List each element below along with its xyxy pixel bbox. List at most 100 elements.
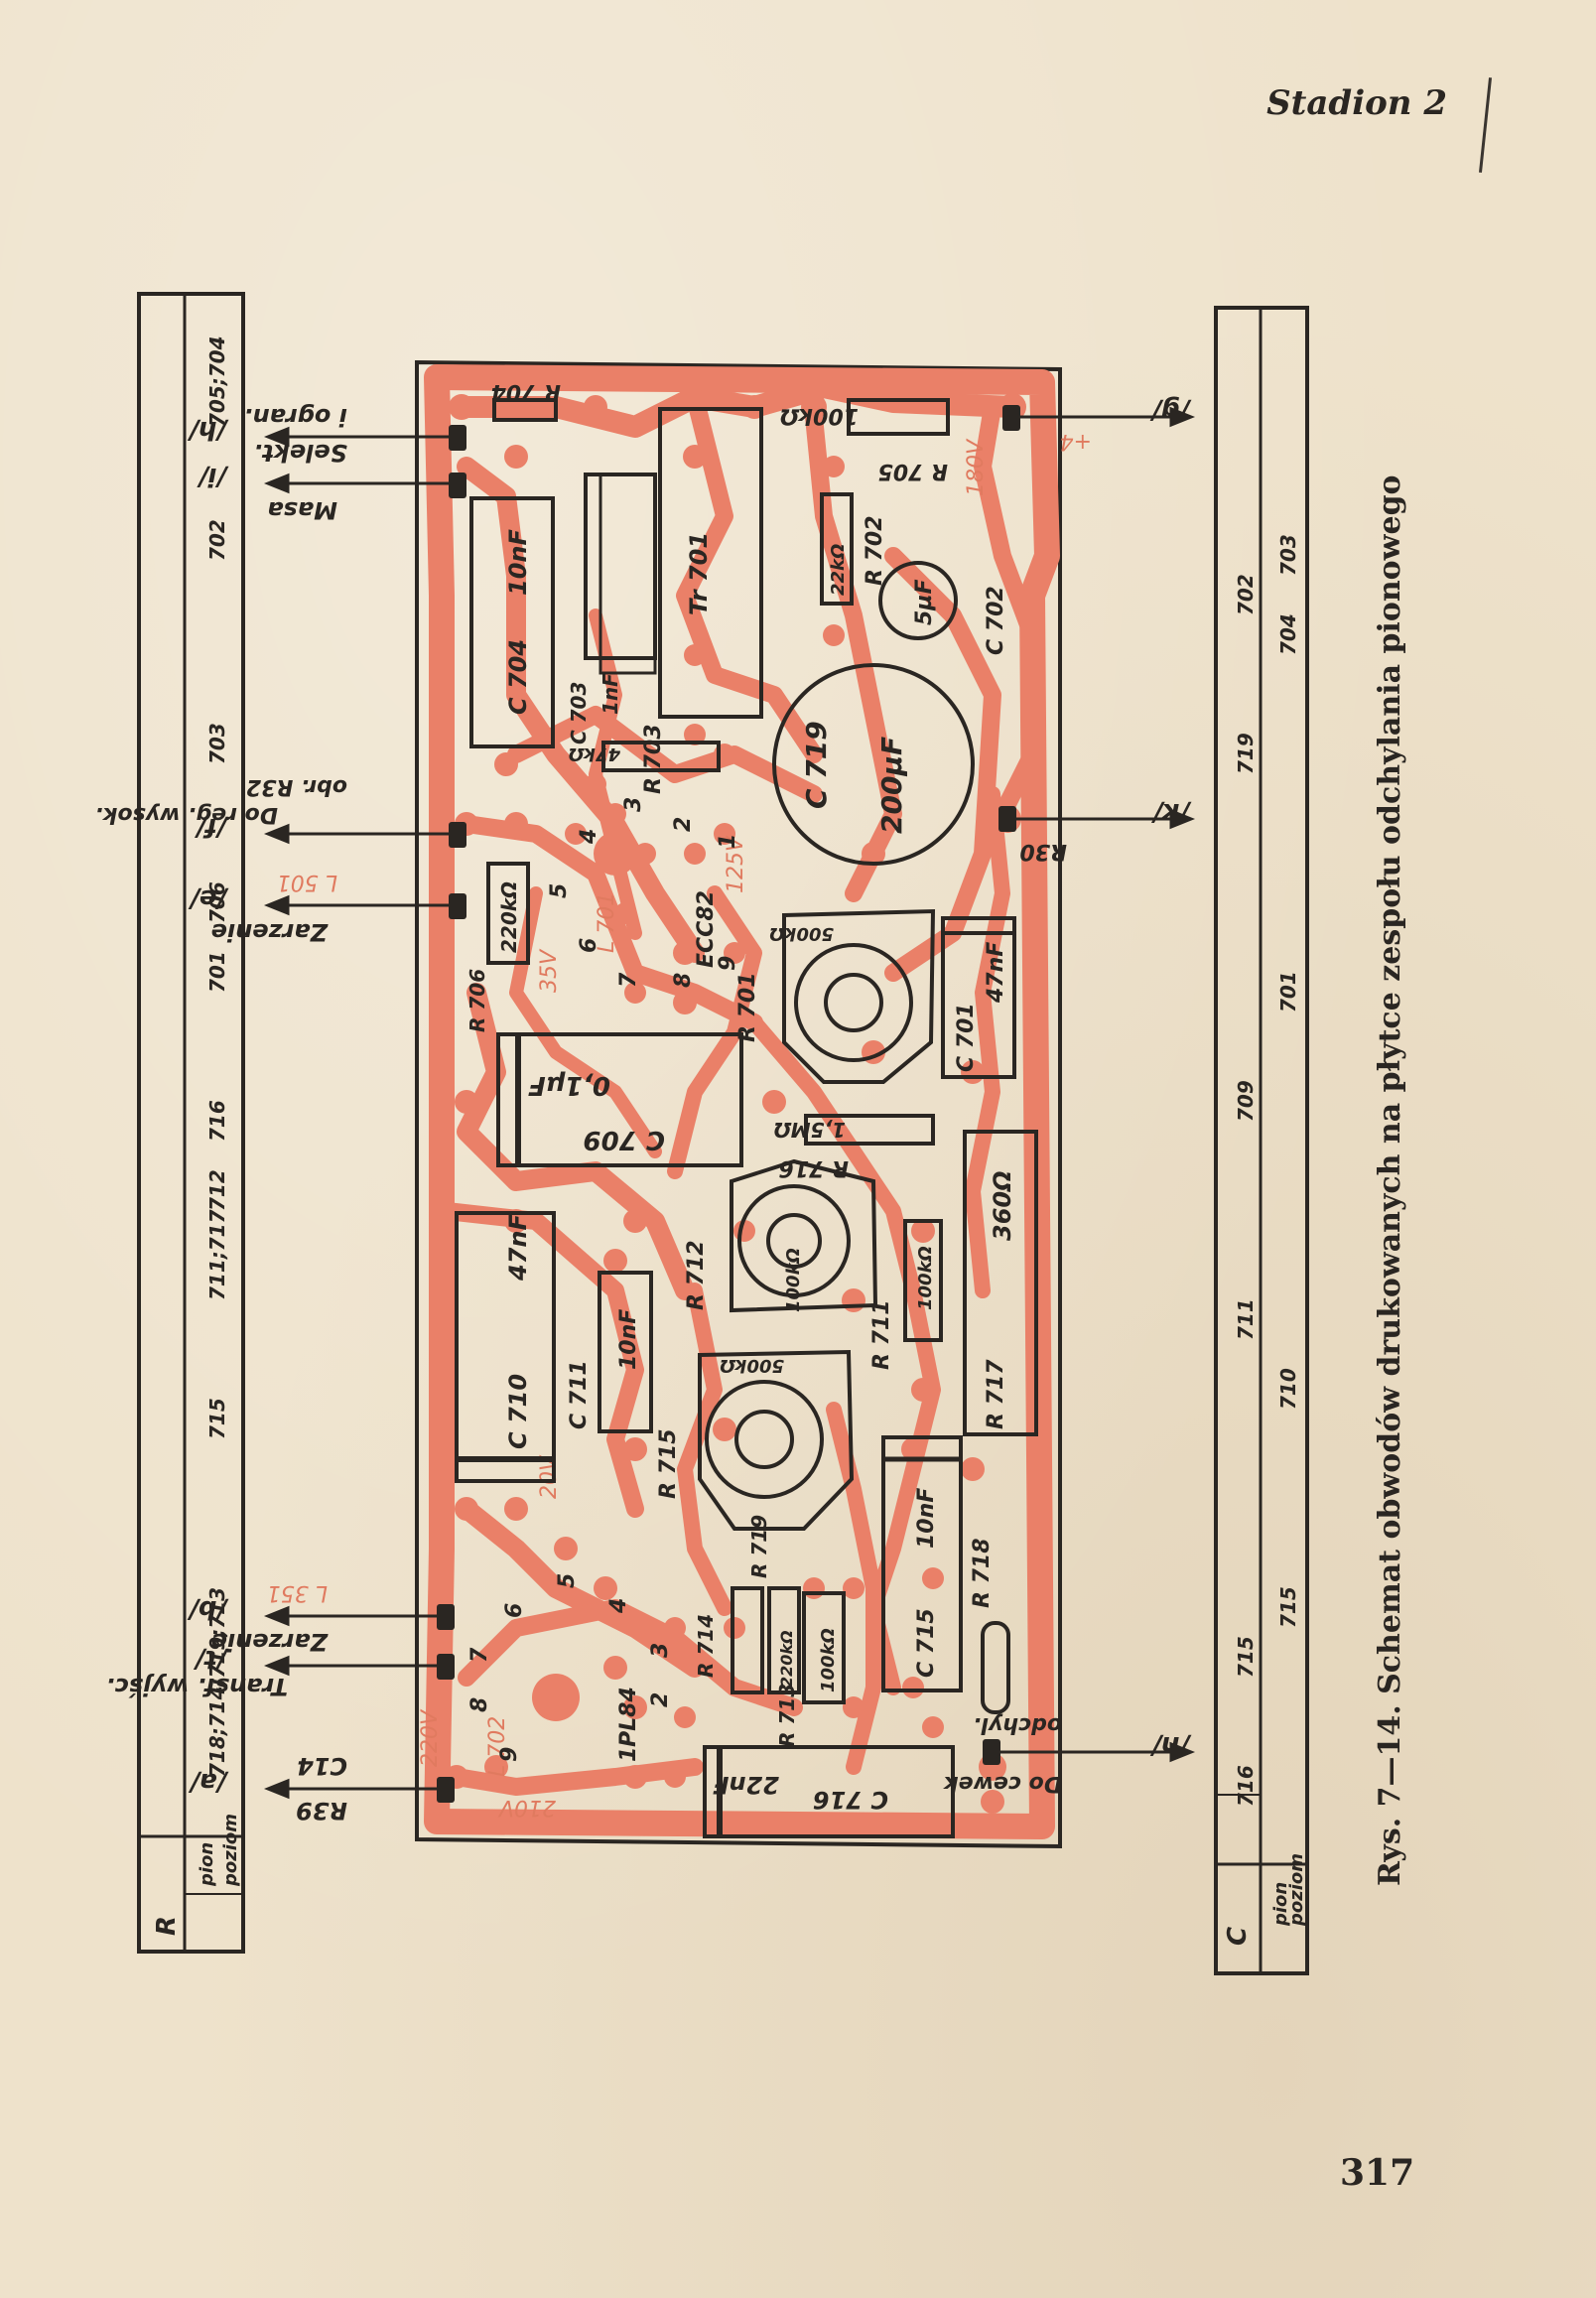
- resistor-r719: 220kΩ R 719: [747, 1515, 801, 1694]
- left-scale-entry: 705;704: [205, 337, 229, 428]
- svg-text:C14: C14: [297, 1752, 347, 1780]
- left-connector-labels: /h/ /i/ /f/ /e/ /b/ /t/ /a/ Selekt. i og…: [95, 403, 347, 1825]
- resistor-r713: 100kΩ R 713: [775, 1591, 846, 1747]
- svg-text:Zarzenie: Zarzenie: [211, 918, 329, 946]
- svg-text:5: 5: [555, 1573, 580, 1588]
- right-connector-labels: /g/ /k/ /n/ +4 R30 Do cewek odchyl.: [943, 395, 1192, 1796]
- svg-text:odchyl.: odchyl.: [973, 1712, 1062, 1737]
- svg-text:L 701: L 701: [595, 892, 619, 953]
- svg-text:R 718: R 718: [970, 1538, 995, 1608]
- resistor-r711: 100kΩ R 711: [869, 1219, 943, 1370]
- svg-text:/f/: /f/: [194, 812, 229, 842]
- right-scale-row-pion: pion: [1270, 1882, 1291, 1927]
- right-scale-poziom-entry: 715: [1276, 1586, 1300, 1628]
- right-scale-poziom-entry: 710: [1276, 1368, 1300, 1410]
- capacitor-c704: 10nF C 704: [469, 496, 555, 748]
- capacitor-c709: 0,1µF C 709: [496, 1032, 743, 1167]
- left-scale-entry: 718;714;719;713: [205, 1587, 229, 1777]
- svg-text:C 703: C 703: [567, 682, 591, 744]
- svg-text:R 717: R 717: [984, 1359, 1008, 1429]
- svg-text:obr. R32: obr. R32: [246, 774, 347, 799]
- svg-text:R30: R30: [1019, 839, 1067, 864]
- svg-text:100kΩ: 100kΩ: [818, 1628, 839, 1692]
- svg-text:8: 8: [467, 1697, 492, 1712]
- svg-text:1: 1: [716, 834, 740, 849]
- potentiometer-r712: 100kΩ R 712: [684, 1158, 878, 1313]
- svg-text:L 351: L 351: [267, 1580, 328, 1605]
- svg-text:180V: 180V: [964, 438, 989, 496]
- tube-socket-pl84: [532, 1674, 580, 1721]
- svg-text:C 716: C 716: [813, 1786, 888, 1814]
- svg-text:/t/: /t/: [193, 1644, 229, 1674]
- capacitor-c701: C 701 47nF: [941, 916, 1016, 1079]
- left-connector-terminals: [437, 425, 466, 1803]
- svg-text:R39: R39: [296, 1797, 347, 1825]
- svg-text:7: 7: [467, 1647, 492, 1663]
- resistor-r705: 100kΩ R 705: [780, 398, 950, 483]
- left-scale-row-pion: pion: [197, 1842, 217, 1887]
- svg-text:8: 8: [671, 973, 696, 988]
- svg-text:2: 2: [648, 1692, 673, 1707]
- svg-text:/k/: /k/: [1150, 797, 1192, 827]
- svg-text:4: 4: [606, 1598, 631, 1614]
- svg-text:/n/: /n/: [1149, 1730, 1192, 1760]
- svg-text:+4: +4: [1060, 429, 1092, 454]
- running-header: Stadion 2: [1266, 83, 1447, 123]
- svg-text:10nF: 10nF: [914, 1488, 939, 1549]
- svg-text:R 711: R 711: [869, 1299, 894, 1370]
- svg-text:ECC82: ECC82: [694, 890, 719, 968]
- svg-text:500kΩ: 500kΩ: [720, 1355, 784, 1376]
- svg-text:360Ω: 360Ω: [989, 1171, 1016, 1242]
- svg-text:5: 5: [547, 883, 572, 898]
- resistor-r714: R 714: [694, 1586, 764, 1694]
- svg-text:7: 7: [616, 972, 641, 988]
- capacitor-c703: C 703 1nF: [567, 673, 622, 744]
- right-connector-terminals: [983, 405, 1020, 1765]
- svg-text:3: 3: [621, 797, 646, 812]
- left-scale-entry: 715: [205, 1398, 229, 1439]
- svg-text:22kΩ: 22kΩ: [828, 544, 849, 596]
- ecc82-pin-numbers: 1 2 3 4 5 6 7 8 9: [547, 797, 740, 988]
- svg-text:1,5MΩ: 1,5MΩ: [774, 1118, 846, 1142]
- svg-text:100kΩ: 100kΩ: [783, 1248, 804, 1312]
- left-scale-entry: 711;717: [205, 1209, 229, 1300]
- svg-text:Zarzenie: Zarzenie: [211, 1628, 329, 1656]
- tube-pl84-labels: L 702 PL84 220V 210V 1 2 3 4 5 6 7 8 9: [418, 1573, 673, 1820]
- resistor-r703: 47kΩ R 703: [569, 724, 721, 794]
- right-scale-pion-entry: 702: [1234, 574, 1258, 615]
- potentiometer-r715: 500kΩ R 715: [656, 1349, 855, 1531]
- board-outline: [415, 359, 1062, 1849]
- right-scale-pion-entry: 711: [1234, 1298, 1258, 1340]
- right-scale-pion-entry: 719: [1234, 733, 1258, 774]
- resistor-r704: R 704: [490, 379, 561, 422]
- capacitor-c710: 47nF C 710: [455, 1211, 556, 1483]
- svg-text:9: 9: [716, 956, 740, 971]
- right-connectors: [993, 406, 1196, 1763]
- transformer-tr701: Tr 701: [584, 407, 763, 719]
- svg-text:210V: 210V: [497, 1795, 556, 1820]
- svg-text:100kΩ: 100kΩ: [780, 403, 859, 428]
- left-scale-row-poziom: poziom: [220, 1814, 241, 1887]
- svg-text:/a/: /a/: [188, 1767, 229, 1797]
- right-scale-pion-entry: 715: [1234, 1636, 1258, 1678]
- resistor-r706: 220kΩ R 706: [466, 862, 530, 1032]
- svg-text:/i/: /i/: [197, 462, 229, 491]
- svg-text:125V: 125V: [724, 835, 748, 893]
- svg-text:Tr 701: Tr 701: [685, 532, 713, 615]
- svg-text:C 709: C 709: [584, 1125, 665, 1154]
- svg-text:220kΩ: 220kΩ: [777, 1630, 796, 1688]
- svg-text:1: 1: [616, 1747, 641, 1762]
- svg-text:35V: 35V: [537, 948, 562, 993]
- svg-text:PL84: PL84: [616, 1687, 641, 1747]
- capacitor-c715: 10nF C 715: [881, 1435, 963, 1692]
- svg-text:C 711: C 711: [567, 1360, 592, 1429]
- svg-text:3: 3: [648, 1643, 673, 1658]
- right-scale-pion-entry: 709: [1234, 1080, 1258, 1122]
- right-scale-letter: C: [1223, 1927, 1253, 1946]
- left-scale-entry: 701: [205, 951, 229, 993]
- left-scale-entry: 702: [205, 519, 229, 561]
- svg-text:R 715: R 715: [656, 1428, 681, 1499]
- svg-text:200µF: 200µF: [875, 737, 908, 834]
- svg-text:Transf. wyjśc.: Transf. wyjśc.: [106, 1673, 288, 1700]
